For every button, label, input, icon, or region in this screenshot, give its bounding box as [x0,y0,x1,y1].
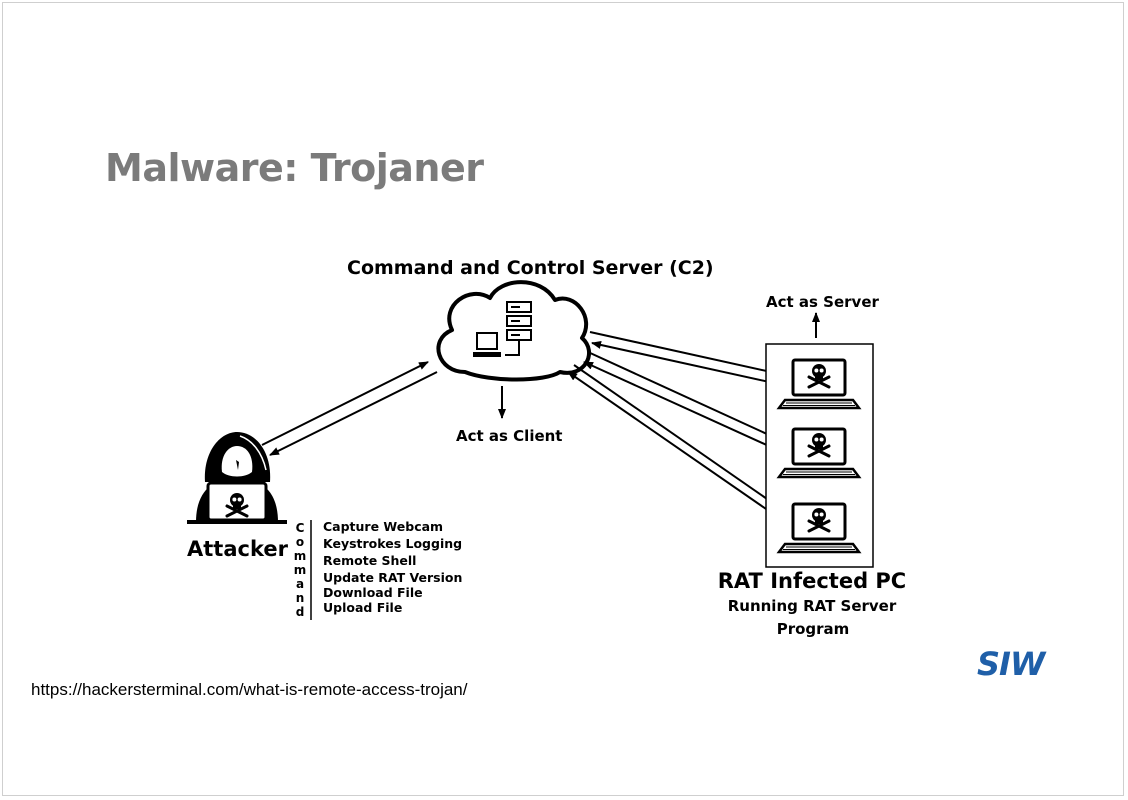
slide-title: Malware: Trojaner [105,146,484,190]
svg-text:SIW: SIW [977,645,1047,681]
infected-sub2: Program [777,620,850,638]
command-item: Keystrokes Logging [323,536,462,551]
svg-text:d: d [296,605,305,619]
svg-text:n: n [296,591,305,605]
infected-label: RAT Infected PC [718,569,906,593]
command-item: Upload File [323,600,402,615]
svg-text:C: C [296,521,305,535]
command-item: Remote Shell [323,553,416,568]
command-item: Update RAT Version [323,570,462,585]
client-label: Act as Client [456,427,562,445]
svg-text:o: o [296,535,304,549]
command-item: Download File [323,585,423,600]
command-list: Capture Webcam Keystrokes Logging Remote… [323,519,462,615]
source-url: https://hackersterminal.com/what-is-remo… [31,680,468,699]
svg-text:m: m [294,549,307,563]
command-vertical-label: C o m m a n d [294,521,307,619]
infected-sub1: Running RAT Server [728,597,897,615]
svg-text:m: m [294,563,307,577]
attacker-label: Attacker [187,537,289,561]
c2-infected-arrows [567,331,784,521]
command-item: Capture Webcam [323,519,443,534]
c2-label: Command and Control Server (C2) [347,257,714,279]
attacker-to-c2-arrow [261,361,429,446]
svg-text:a: a [296,577,304,591]
siw-logo: SIW [977,645,1048,681]
server-label: Act as Server [766,293,879,311]
c2-to-attacker-arrow [269,371,438,456]
cloud-server-icon [436,280,591,382]
hooded-hacker-icon [187,432,287,524]
